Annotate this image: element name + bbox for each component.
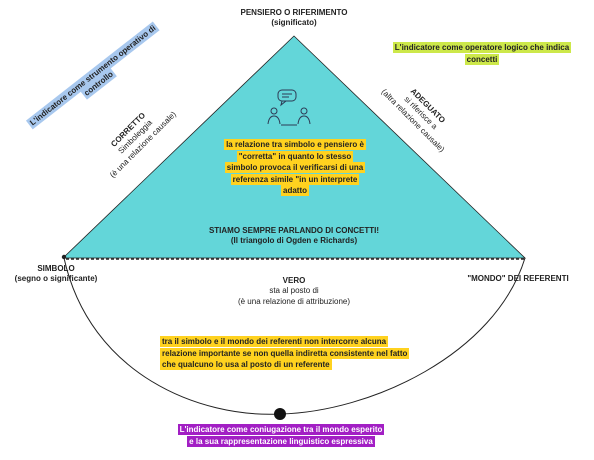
- concepts-label: STIAMO SEMPRE PARLANDO DI CONCETTI! (Il …: [170, 226, 418, 247]
- base-side-line1: sta al posto di: [269, 286, 319, 296]
- sticky-note-purple-text: L'indicatore come coniugazione tra il mo…: [177, 424, 385, 447]
- bottom-note-text: tra il simbolo e il mondo dei referenti …: [160, 336, 410, 371]
- right-vertex-title: "MONDO" DEI REFERENTI: [467, 274, 569, 283]
- sticky-note-lime: L'indicatore come operatore logico che i…: [382, 42, 582, 65]
- concepts-title: STIAMO SEMPRE PARLANDO DI CONCETTI!: [208, 226, 380, 235]
- top-vertex-title: PENSIERO O RIFERIMENTO: [240, 8, 348, 17]
- right-vertex-label: "MONDO" DEI REFERENTI: [456, 274, 580, 284]
- top-vertex-subtitle: (significato): [271, 18, 317, 28]
- top-vertex-label: PENSIERO O RIFERIMENTO (significato): [214, 8, 374, 29]
- center-note: la relazione tra simbolo e pensiero è "c…: [222, 139, 368, 197]
- bottom-note: tra il simbolo e il mondo dei referenti …: [160, 336, 410, 371]
- sticky-note-purple: L'indicatore come coniugazione tra il mo…: [176, 424, 386, 447]
- left-vertex-subtitle: (segno o significante): [14, 274, 98, 284]
- left-vertex-dot: [61, 254, 67, 260]
- left-vertex-label: SIMBOLO (segno o significante): [2, 264, 110, 285]
- base-side-label: VERO sta al posto di (è una relazione di…: [214, 276, 374, 307]
- people-conversation-icon: [267, 89, 311, 126]
- concepts-subtitle: (Il triangolo di Ogden e Richards): [230, 236, 358, 246]
- arc-dot: [274, 408, 286, 420]
- base-side-title: VERO: [282, 276, 306, 285]
- base-side-line2: (è una relazione di attribuzione): [237, 296, 351, 306]
- left-vertex-title: SIMBOLO: [37, 264, 75, 273]
- center-note-text: la relazione tra simbolo e pensiero è "c…: [224, 139, 366, 197]
- sticky-note-lime-text: L'indicatore come operatore logico che i…: [392, 42, 572, 65]
